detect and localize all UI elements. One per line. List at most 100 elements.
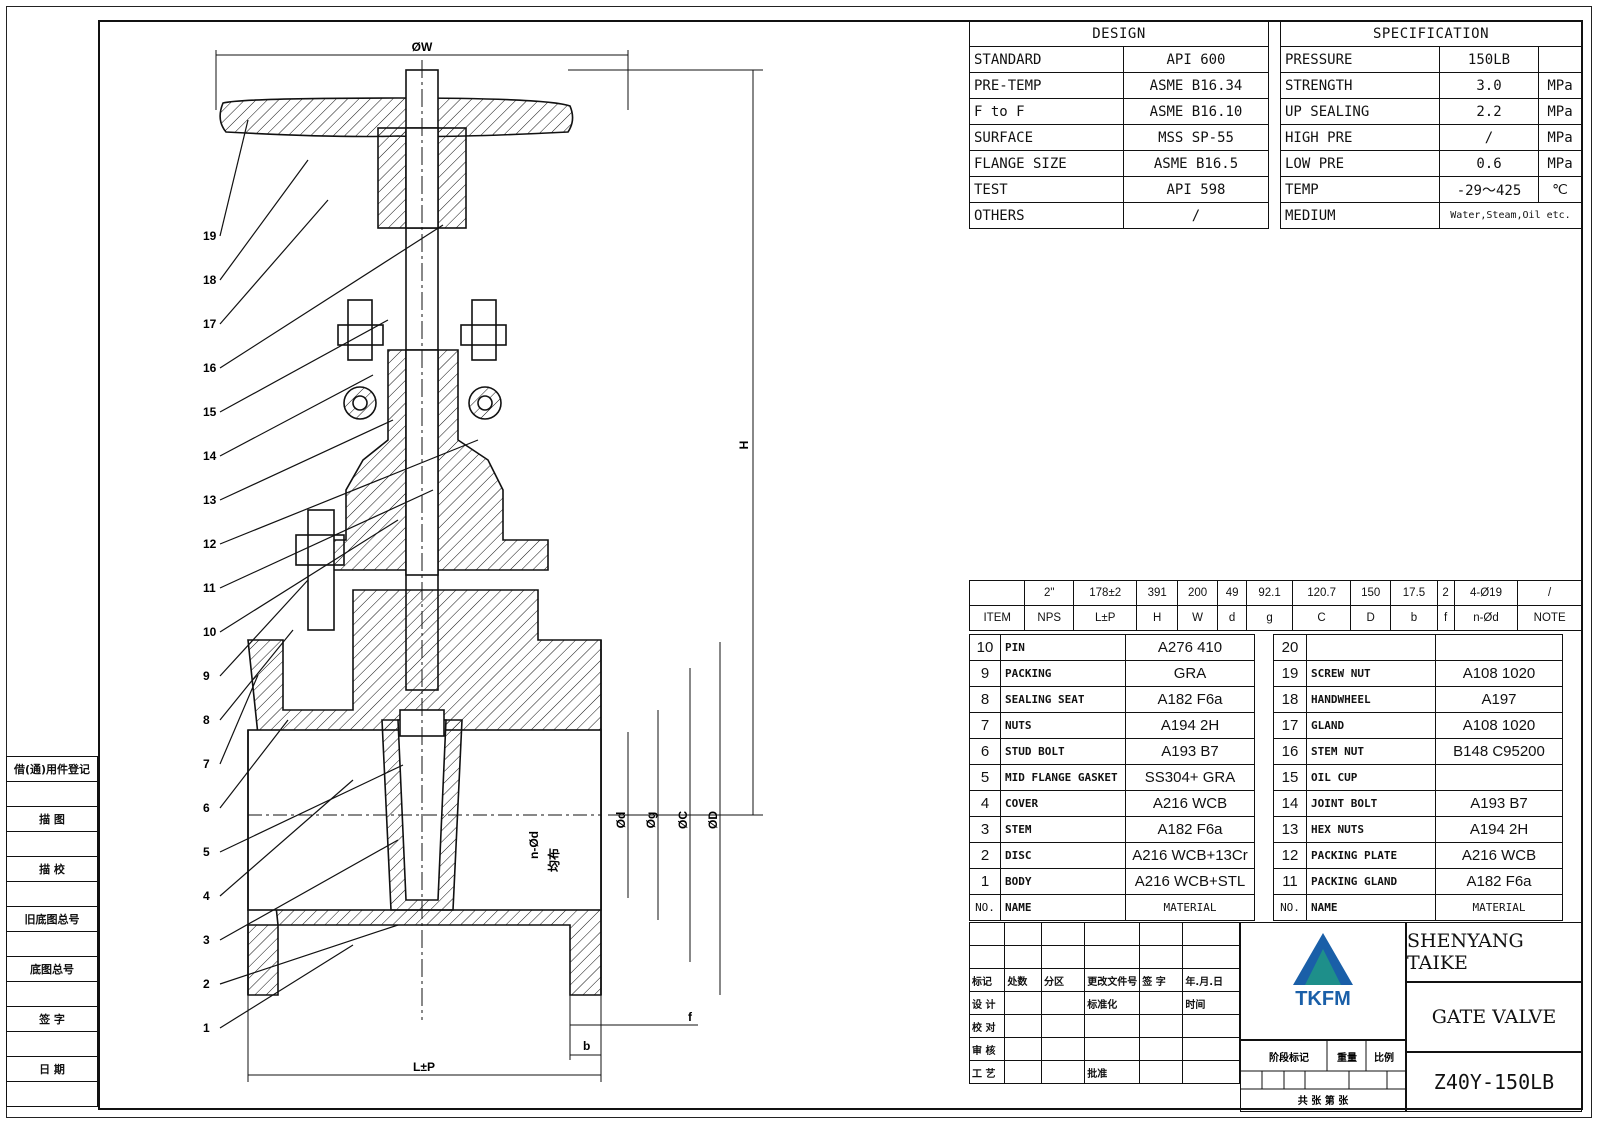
bom-footer-name: NAME: [1000, 894, 1126, 921]
rev-cell: [1041, 945, 1086, 969]
role-cell: [1041, 1060, 1086, 1084]
bom-item-name: DISC: [1000, 842, 1126, 869]
stud-bolt: [307, 509, 335, 631]
bom-item-material: A108 1020: [1435, 660, 1563, 687]
part-number-label: 8: [203, 713, 210, 727]
registration-label: 日 期: [6, 1056, 98, 1082]
dim-header: W: [1176, 605, 1219, 631]
role-cell: [1139, 1060, 1184, 1084]
bom-item-no: 1: [969, 868, 1001, 895]
dim-header: b: [1390, 605, 1438, 631]
leader-line: [219, 159, 309, 281]
leader-line: [219, 629, 294, 721]
role-cell: [1182, 1014, 1240, 1038]
dim-header: g: [1245, 605, 1294, 631]
leader-line: [219, 924, 399, 985]
registration-row: 日 期: [6, 1056, 98, 1082]
spec-value: 0.6: [1439, 150, 1539, 177]
bom-item-material: A216 WCB: [1435, 842, 1563, 869]
dim-header: n-Ød: [1453, 605, 1519, 631]
part-number-label: 7: [203, 757, 210, 771]
bom-item-material: A194 2H: [1125, 712, 1255, 739]
bom-item-no: 5: [969, 764, 1001, 791]
role-cell: 批准: [1084, 1060, 1141, 1084]
dim-l-label: L±P: [413, 1060, 435, 1074]
part-number-label: 16: [203, 361, 217, 375]
dim-value: 92.1: [1245, 580, 1294, 606]
dim-dd-label: ØD: [706, 811, 720, 829]
bom-item-material: A182 F6a: [1125, 816, 1255, 843]
dim-value: 391: [1136, 580, 1178, 606]
design-key: SURFACE: [969, 124, 1124, 151]
bom-item-material: [1435, 764, 1563, 791]
dim-b-label: b: [583, 1039, 590, 1053]
bom-item-material: A194 2H: [1435, 816, 1563, 843]
bom-item-name: STUD BOLT: [1000, 738, 1126, 765]
spec-value: -29～425: [1439, 176, 1539, 203]
part-number-label: 1: [203, 1021, 210, 1035]
spec-key: LOW PRE: [1280, 150, 1440, 177]
role-cell: 时间: [1182, 991, 1240, 1015]
bom-item-no: 8: [969, 686, 1001, 713]
part-number-label: 11: [203, 581, 216, 595]
bom-gap: [1254, 764, 1274, 791]
bom-item-no: 10: [969, 634, 1001, 661]
role-cell: [1041, 1037, 1086, 1061]
dim-h-label: H: [737, 441, 751, 450]
leader-line: [219, 224, 444, 369]
registration-blank: [6, 931, 98, 957]
bom-item-no: 14: [1273, 790, 1307, 817]
role-cell: [1004, 1014, 1043, 1038]
registration-blank-row: [6, 831, 98, 857]
dim-header: C: [1292, 605, 1351, 631]
leader-line: [219, 944, 354, 1029]
spec-key: HIGH PRE: [1280, 124, 1440, 151]
role-cell: [1041, 1014, 1086, 1038]
rev-header-cell: 标记: [968, 968, 1006, 992]
registration-blank: [6, 981, 98, 1007]
rev-header-cell: 更改文件号: [1084, 968, 1141, 992]
bom-item-no: 16: [1273, 738, 1307, 765]
dim-value: 120.7: [1292, 580, 1351, 606]
role-cell: 标准化: [1084, 991, 1141, 1015]
spec-key: UP SEALING: [1280, 98, 1440, 125]
bom-item-material: A108 1020: [1435, 712, 1563, 739]
dim-value: 2: [1436, 580, 1455, 606]
bom-item-material: A182 F6a: [1125, 686, 1255, 713]
bom-item-material: A193 B7: [1125, 738, 1255, 765]
part-number-label: 5: [203, 845, 210, 859]
registration-label: 底图总号: [6, 956, 98, 982]
leader-line: [219, 719, 289, 809]
bom-gap: [1254, 842, 1274, 869]
role-cell: [1004, 991, 1043, 1015]
part-number-label: 15: [203, 405, 217, 419]
role-cell: [1139, 991, 1184, 1015]
leader-line: [219, 439, 479, 545]
role-row: 审 核: [968, 1037, 1240, 1061]
leader-line: [219, 119, 249, 237]
leader-line: [219, 419, 394, 501]
dim-value: /: [1517, 580, 1582, 606]
bom-item-no: 4: [969, 790, 1001, 817]
rev-header-row: 标记处数分区更改文件号签 字年.月.日: [968, 968, 1240, 992]
company-name: SHENYANG TAIKE: [1406, 922, 1582, 982]
registration-row: 底图总号: [6, 956, 98, 982]
registration-label: 借(通)用件登记: [6, 756, 98, 782]
spec-unit: ℃: [1538, 176, 1582, 203]
bom-item-name: OIL CUP: [1306, 764, 1436, 791]
leader-line: [219, 779, 354, 897]
bom-item-name: STEM NUT: [1306, 738, 1436, 765]
bom-item-material: A216 WCB+STL: [1125, 868, 1255, 895]
spec-value: 3.0: [1439, 72, 1539, 99]
registration-row: 旧底图总号: [6, 906, 98, 932]
spec-row: HIGH PRE/MPa: [1280, 124, 1582, 151]
spec-header: SPECIFICATION: [1280, 20, 1582, 47]
